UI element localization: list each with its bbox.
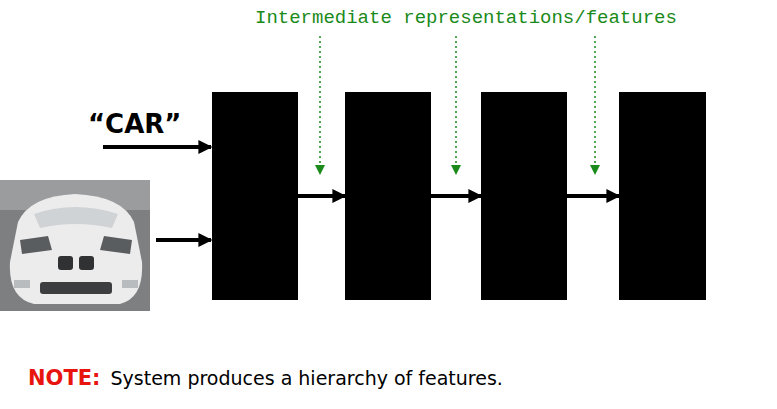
- flow-arrow: [567, 194, 619, 198]
- car-windshield: [34, 207, 118, 228]
- process-box: [345, 92, 431, 300]
- leader-arrow: [455, 36, 457, 174]
- car-grille: [58, 256, 73, 270]
- leader-arrow: [594, 36, 596, 174]
- car-headlight: [100, 236, 132, 254]
- car-foglight: [122, 280, 138, 288]
- input-label: “CAR”: [88, 110, 181, 140]
- car-body: [10, 194, 142, 304]
- note-text: System produces a hierarchy of features.: [111, 368, 503, 390]
- input-arrow: [156, 238, 211, 242]
- process-box: [481, 92, 567, 300]
- note-label: NOTE:: [28, 366, 101, 390]
- callout-text: Intermediate representations/features: [255, 8, 677, 30]
- leader-arrow: [319, 36, 321, 174]
- car-image: [0, 180, 150, 311]
- process-box: [212, 92, 298, 300]
- car-intake: [40, 282, 112, 294]
- flow-arrow: [298, 194, 345, 198]
- image-background: [0, 180, 150, 311]
- flow-arrow: [431, 194, 481, 198]
- car-grille: [79, 256, 94, 270]
- process-box: [619, 92, 706, 300]
- car-headlight: [20, 236, 52, 254]
- car-foglight: [14, 280, 30, 288]
- input-arrow: [103, 145, 211, 149]
